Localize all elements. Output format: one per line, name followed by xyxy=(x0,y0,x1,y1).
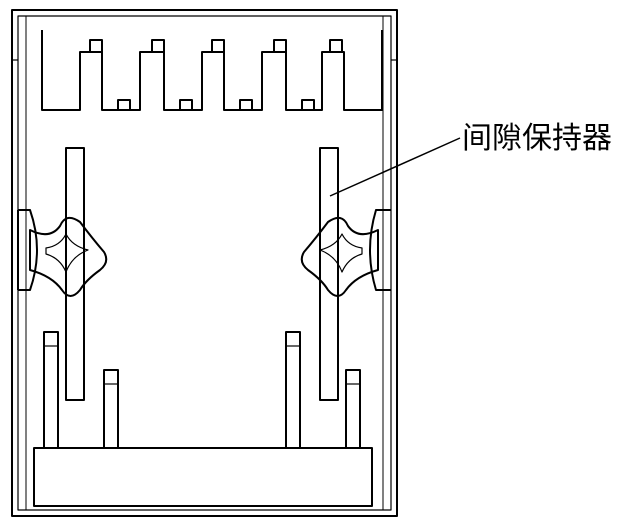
pin xyxy=(43,331,59,449)
contact-tab xyxy=(211,39,225,53)
pins xyxy=(43,331,361,449)
outer-housing xyxy=(11,9,398,517)
contact-tab xyxy=(89,39,103,53)
right-spacer-bar xyxy=(319,147,339,401)
spacer-callout-label: 间隙保持器 xyxy=(462,121,612,156)
pin xyxy=(345,369,361,449)
left-spacer-bar xyxy=(65,147,85,401)
contact-tab xyxy=(273,39,287,53)
left-side-notch xyxy=(17,209,38,291)
left-spacer-clip xyxy=(29,216,108,297)
contact-tab xyxy=(179,99,193,111)
contact-tab xyxy=(239,99,253,111)
contact-tab xyxy=(151,39,165,53)
right-spacer-clip xyxy=(300,216,379,297)
contact-tab xyxy=(329,39,343,53)
callout-leader-line xyxy=(329,137,461,197)
top-contact-comb xyxy=(41,30,383,111)
pin xyxy=(103,369,119,449)
base-block xyxy=(33,447,373,507)
contact-tab xyxy=(117,99,131,111)
pin xyxy=(285,331,301,449)
right-side-notch xyxy=(369,209,391,291)
contact-tab xyxy=(301,99,315,111)
